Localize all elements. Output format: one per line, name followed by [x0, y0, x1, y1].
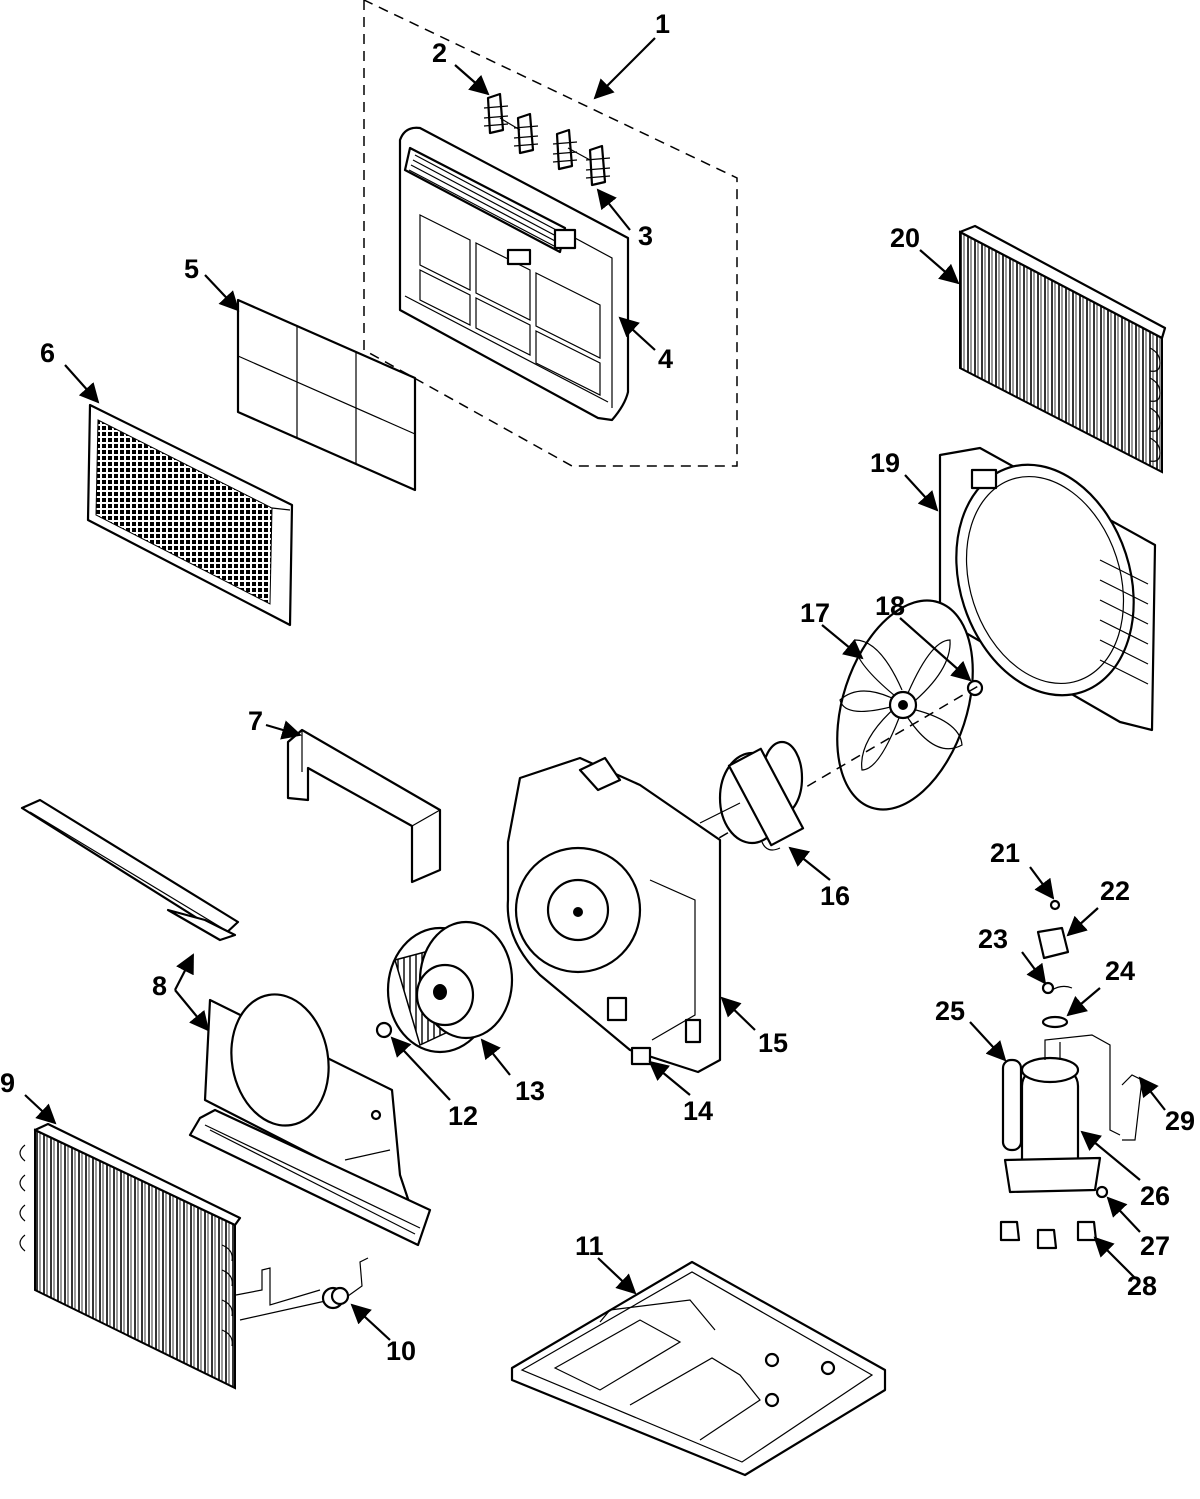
air-filter	[236, 298, 417, 492]
callout-13: 13	[515, 1076, 545, 1106]
front-panel-assembly	[363, 0, 738, 467]
blower-wheel	[386, 920, 514, 1054]
callout-1: 1	[655, 9, 670, 39]
callout-10: 10	[386, 1336, 416, 1366]
front-grille	[86, 403, 294, 627]
callout-24: 24	[1105, 956, 1135, 986]
condenser-coil	[958, 224, 1167, 474]
insulation-block	[286, 728, 442, 884]
callout-27: 27	[1140, 1231, 1170, 1261]
callout-8: 8	[152, 971, 167, 1001]
scroll-housing	[506, 756, 722, 1074]
callout-20: 20	[890, 223, 920, 253]
callout-18: 18	[875, 591, 905, 621]
callout-11: 11	[575, 1231, 604, 1261]
louver-clips	[483, 92, 611, 187]
callout-25: 25	[935, 996, 965, 1026]
partition-panel	[20, 798, 432, 1247]
callout-23: 23	[978, 924, 1008, 954]
evaporator-coil	[19, 1122, 242, 1390]
capillary-tube	[235, 1257, 369, 1321]
callout-15: 15	[758, 1028, 788, 1058]
base-pan	[510, 1260, 887, 1477]
callout-29: 29	[1165, 1106, 1195, 1136]
callout-14: 14	[683, 1096, 713, 1126]
callout-17: 17	[800, 598, 830, 628]
callout-2: 2	[432, 38, 447, 68]
callout-labels: 1 2 3 4 5 6 7 8 9 10 11 12 13 14 15 16 1…	[0, 9, 1195, 1366]
leader-lines	[24, 37, 1166, 1341]
callout-16: 16	[820, 881, 850, 911]
fuse-block	[630, 1046, 652, 1066]
fan-shroud	[938, 446, 1157, 732]
callout-5: 5	[184, 254, 199, 284]
callout-4: 4	[658, 344, 673, 374]
callout-26: 26	[1140, 1181, 1170, 1211]
blower-nut	[375, 1021, 393, 1039]
callout-28: 28	[1127, 1271, 1157, 1301]
callout-6: 6	[40, 338, 55, 368]
callout-19: 19	[870, 448, 900, 478]
callout-12: 12	[448, 1101, 478, 1131]
callout-9: 9	[0, 1068, 15, 1098]
callout-22: 22	[1100, 876, 1130, 906]
callout-3: 3	[638, 221, 653, 251]
callout-7: 7	[248, 706, 263, 736]
fan-motor	[689, 684, 981, 856]
callout-21: 21	[990, 838, 1020, 868]
